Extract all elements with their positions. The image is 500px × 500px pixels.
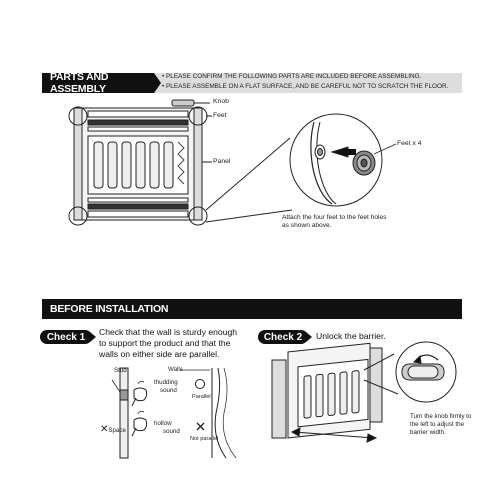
check2-instruction-line-2: the left to adjust the: [410, 421, 465, 428]
knob-label: Knob: [213, 98, 229, 105]
space-x-icon: ✕: [100, 424, 109, 435]
check1-text-line-2: to support the product and that the: [99, 338, 231, 348]
foot-part-icon: [352, 150, 376, 176]
hollow-label: hollow: [154, 420, 172, 427]
check1-text-line-3: walls on either side are parallel.: [99, 349, 220, 359]
walls-label: Walls: [168, 366, 183, 373]
parts-note-2: • PLEASE ASSEMBLE ON A FLAT SURFACE, AND…: [162, 83, 449, 90]
panel-label: Panel: [213, 158, 231, 165]
parallel-label: Parallel: [192, 394, 211, 400]
not-parallel-label: Not parallel: [190, 436, 219, 442]
check2-label: Check 2: [263, 331, 303, 343]
feet-count-leader: [373, 143, 397, 155]
space-label: ✕Space: [100, 424, 126, 435]
check1-text-line-1: Check that the wall is sturdy enough: [99, 327, 238, 337]
parts-title-text: PARTS AND ASSEMBLY: [50, 71, 109, 95]
check2-instruction-line-1: Turn the knob firmly to: [410, 413, 472, 420]
before-title-text: BEFORE INSTALLATION: [50, 303, 169, 315]
feet-instruction-line-1: Attach the four feet to the feet holes: [282, 214, 387, 221]
before-header-title: BEFORE INSTALLATION: [42, 299, 172, 319]
parts-notes: • PLEASE CONFIRM THE FOLLOWING PARTS ARE…: [162, 72, 448, 92]
wall-check-diagram: [111, 367, 237, 459]
check1-arrow: [90, 332, 96, 342]
check1-text: Check that the wall is sturdy enough to …: [99, 327, 237, 360]
check2-instruction-line-3: barrier width.: [410, 429, 446, 436]
feet-detail-diagram: [289, 113, 383, 207]
space-label-text: Space: [108, 427, 126, 434]
feet-count-label: Feet x 4: [397, 140, 422, 147]
check1-badge: Check 1: [40, 330, 92, 344]
check2-badge: Check 2: [258, 330, 308, 344]
parts-note-1: • PLEASE CONFIRM THE FOLLOWING PARTS ARE…: [162, 73, 422, 80]
barrier-diagram: [271, 341, 457, 443]
check1-label: Check 1: [46, 331, 86, 343]
before-header-light: [162, 299, 462, 319]
check2-instruction: Turn the knob firmly to the left to adju…: [410, 413, 471, 437]
thudding-label: thudding: [154, 379, 178, 386]
parts-header-title: PARTS AND ASSEMBLY: [42, 71, 154, 95]
sound-label-2: sound: [163, 428, 180, 435]
feet-instruction-line-2: as shown above.: [282, 222, 332, 229]
parts-header-arrow: [154, 73, 161, 93]
feet-instruction: Attach the four feet to the feet holes a…: [282, 214, 386, 230]
feet-label: Feet: [213, 112, 227, 119]
gate-diagram: [68, 99, 293, 226]
stud-label: Stud: [114, 367, 127, 374]
check2-text: Unlock the barrier.: [316, 331, 386, 341]
check2-arrow: [306, 332, 312, 342]
sound-label-1: sound: [160, 387, 177, 394]
